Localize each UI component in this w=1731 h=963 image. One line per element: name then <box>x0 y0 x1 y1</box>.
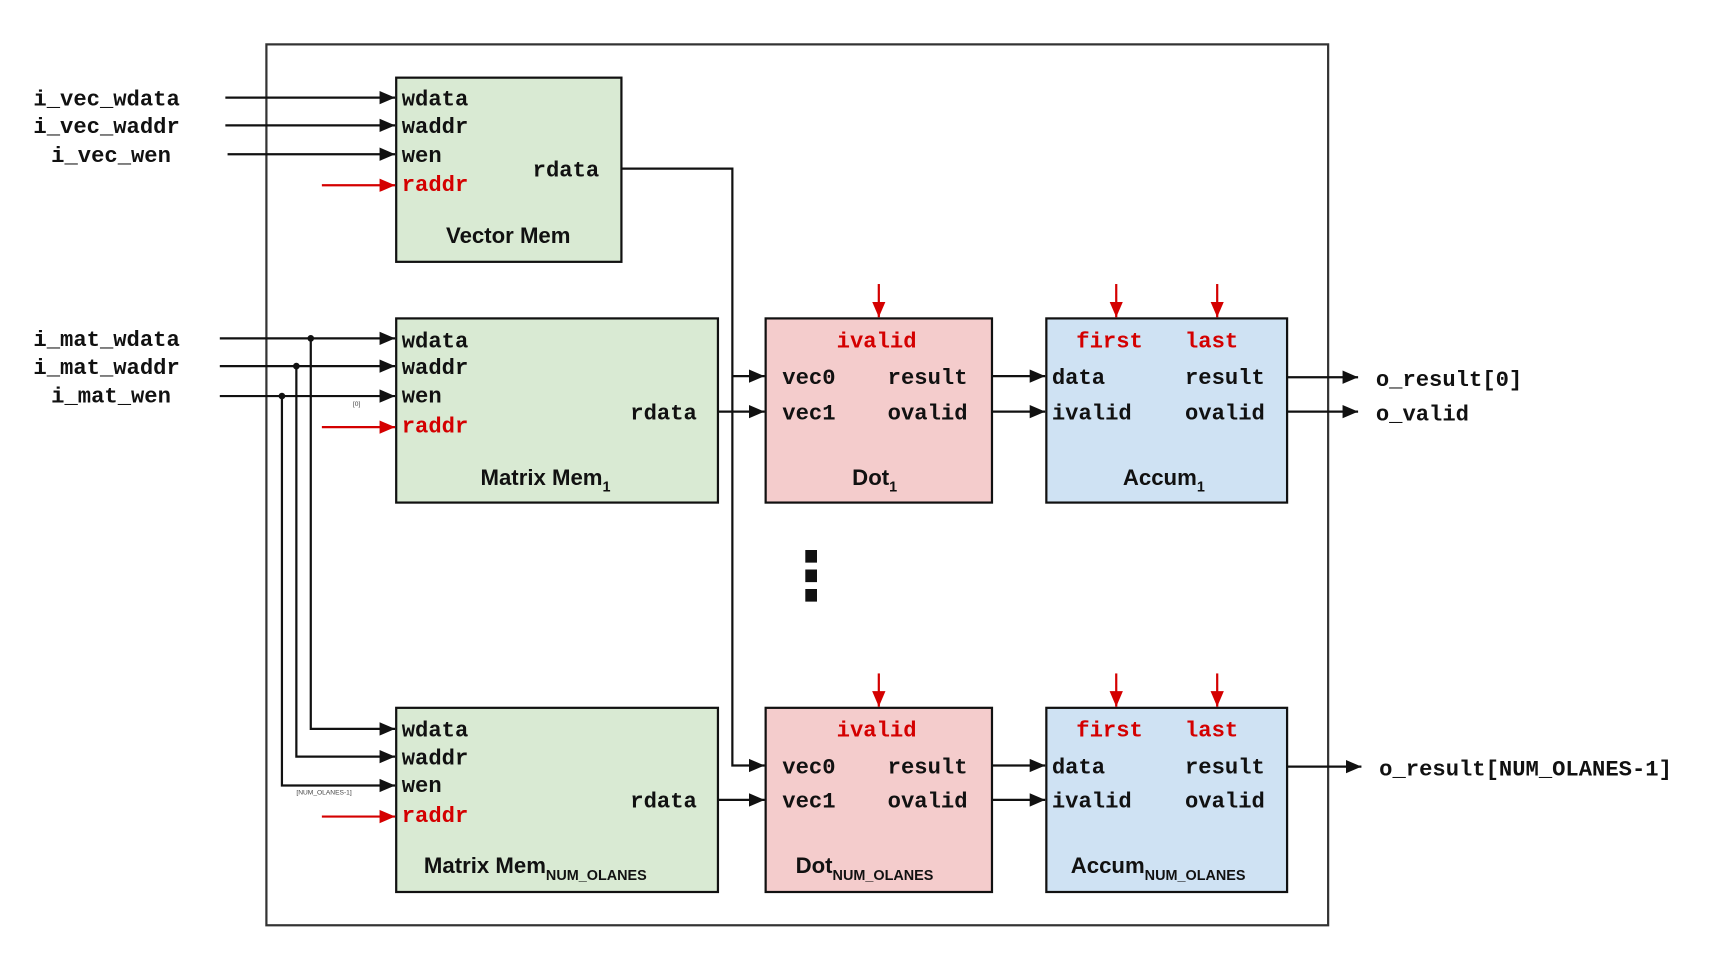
top-module-boundary <box>265 43 1330 927</box>
bit-label-last: [NUM_OLANES-1] <box>296 789 352 796</box>
port-label: data <box>1052 366 1105 391</box>
vector-mem-title: Vector Mem <box>446 223 570 248</box>
port-label: waddr <box>402 115 469 140</box>
port-label: ivalid <box>837 719 917 744</box>
port-label: waddr <box>402 356 469 381</box>
ellipsis: ⋮ <box>778 540 845 614</box>
bit-label-first: [0] <box>353 401 361 408</box>
port-label: rdata <box>630 790 697 815</box>
port-label: raddr <box>402 415 469 440</box>
input-mat-wen: i_mat_wen <box>51 385 171 410</box>
matrix-mem-n-title: Matrix MemNUM_OLANES <box>424 853 647 884</box>
accum-n-title: AccumNUM_OLANES <box>1071 853 1246 884</box>
port-label: rdata <box>630 401 697 426</box>
port-label: vec0 <box>782 755 835 780</box>
matrix-mem-1-title: Matrix Mem1 <box>481 465 611 496</box>
port-label: result <box>888 366 968 391</box>
input-vec-wen: i_vec_wen <box>51 144 171 169</box>
port-label: wen <box>402 385 442 410</box>
port-label: ivalid <box>837 329 917 354</box>
output-valid: o_valid <box>1376 402 1469 427</box>
port-label: first <box>1076 329 1143 354</box>
port-label: wen <box>402 144 442 169</box>
port-label: result <box>1185 755 1265 780</box>
port-label: vec1 <box>782 790 835 815</box>
output-result-0: o_result[0] <box>1376 368 1522 393</box>
matrix-mem-n-block <box>395 706 720 894</box>
vector-mem-block <box>395 76 623 263</box>
port-label: wen <box>402 774 442 799</box>
input-mat-wdata: i_mat_wdata <box>33 328 179 353</box>
port-label: raddr <box>402 173 469 198</box>
port-label: ivalid <box>1052 790 1132 815</box>
vector-mem-ports: wdata waddr wen raddr rdata Vector Mem <box>402 87 599 248</box>
port-label: ovalid <box>888 790 968 815</box>
port-label: ivalid <box>1052 401 1132 426</box>
matrix-mem-n-ports: wdata waddr wen raddr rdata Matrix MemNU… <box>402 719 697 884</box>
matrix-mem-1-block <box>395 317 720 504</box>
port-label: wdata <box>402 719 469 744</box>
accum-n-ports: first last data ivalid result ovalid Acc… <box>1052 719 1265 884</box>
port-label: vec0 <box>782 366 835 391</box>
port-label: wdata <box>402 329 469 354</box>
port-label: raddr <box>402 804 469 829</box>
port-label: ovalid <box>888 401 968 426</box>
input-vec-wdata: i_vec_wdata <box>33 87 179 112</box>
port-label: vec1 <box>782 401 835 426</box>
port-label: last <box>1185 719 1238 744</box>
port-label: result <box>888 755 968 780</box>
matrix-mem-1-ports: wdata waddr wen raddr rdata Matrix Mem1 <box>402 329 697 495</box>
port-label: data <box>1052 755 1105 780</box>
input-vec-waddr: i_vec_waddr <box>33 115 179 140</box>
dot-n-block <box>764 706 994 894</box>
accum-1-title: Accum1 <box>1123 465 1205 496</box>
output-result-last: o_result[NUM_OLANES-1] <box>1379 758 1672 783</box>
port-label: last <box>1185 329 1238 354</box>
input-mat-waddr: i_mat_waddr <box>33 356 179 381</box>
dot-n-ports: ivalid vec0 vec1 result ovalid DotNUM_OL… <box>782 719 967 884</box>
port-label: first <box>1076 719 1143 744</box>
port-label: rdata <box>533 158 600 183</box>
port-label: ovalid <box>1185 401 1265 426</box>
port-label: ovalid <box>1185 790 1265 815</box>
accum-n-block <box>1045 706 1289 894</box>
port-label: result <box>1185 366 1265 391</box>
accum-1-block <box>1045 317 1289 504</box>
accum-1-ports: first last data ivalid result ovalid Acc… <box>1052 329 1265 495</box>
port-label: wdata <box>402 87 469 112</box>
dot-1-ports: ivalid vec0 vec1 result ovalid Dot1 <box>782 329 967 495</box>
dot-1-title: Dot1 <box>852 465 897 496</box>
wires <box>219 90 1362 824</box>
dot-n-title: DotNUM_OLANES <box>796 853 934 884</box>
port-label: waddr <box>402 746 469 771</box>
